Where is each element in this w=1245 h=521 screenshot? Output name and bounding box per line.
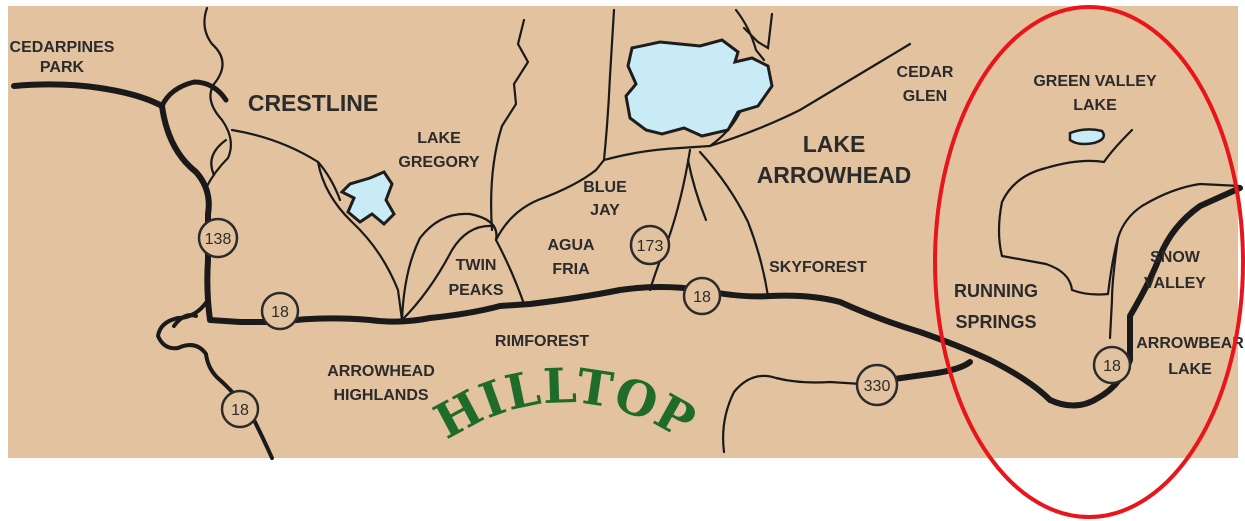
label-arrowbear-lake: ARROWBEAR LAKE xyxy=(1136,335,1244,378)
label-snow-valley: SNOW VALLEY xyxy=(1144,249,1206,292)
highway-18-southwest-shield: 18 xyxy=(220,389,260,429)
svg-text:ARROWBEAR: ARROWBEAR xyxy=(1136,335,1244,352)
label-skyforest: SKYFOREST xyxy=(769,259,867,276)
label-rimforest: RIMFOREST xyxy=(495,333,589,350)
svg-text:138: 138 xyxy=(205,231,232,248)
svg-text:ARROWHEAD: ARROWHEAD xyxy=(757,162,912,188)
svg-text:SNOW: SNOW xyxy=(1150,249,1201,266)
svg-text:LAKE: LAKE xyxy=(1073,97,1117,114)
svg-text:FRIA: FRIA xyxy=(552,261,590,278)
svg-text:BLUE: BLUE xyxy=(583,179,627,196)
lake-arrowhead-water xyxy=(624,38,774,138)
label-blue-jay: BLUE JAY xyxy=(583,179,627,219)
svg-text:PEAKS: PEAKS xyxy=(448,282,503,299)
svg-text:18: 18 xyxy=(1103,358,1121,375)
svg-text:330: 330 xyxy=(864,378,891,395)
svg-text:SPRINGS: SPRINGS xyxy=(955,312,1036,332)
svg-text:CEDARPINES: CEDARPINES xyxy=(10,39,115,56)
svg-text:RUNNING: RUNNING xyxy=(954,281,1038,301)
label-lake-gregory: LAKE GREGORY xyxy=(398,130,480,171)
highway-18-center-shield: 18 xyxy=(682,276,722,316)
svg-text:GLEN: GLEN xyxy=(903,88,947,105)
svg-text:18: 18 xyxy=(693,289,711,306)
svg-text:VALLEY: VALLEY xyxy=(1144,275,1206,292)
green-valley-lake-water xyxy=(1068,128,1105,146)
svg-text:AGUA: AGUA xyxy=(547,237,595,254)
svg-text:HIGHLANDS: HIGHLANDS xyxy=(333,387,428,404)
svg-text:TWIN: TWIN xyxy=(456,257,497,274)
highway-138-shield: 138 xyxy=(197,217,239,259)
label-green-valley-lake: GREEN VALLEY LAKE xyxy=(1033,73,1157,114)
svg-text:LAKE: LAKE xyxy=(1168,361,1212,378)
label-cedarpines-park: CEDARPINES PARK xyxy=(10,39,115,76)
svg-text:ARROWHEAD: ARROWHEAD xyxy=(327,363,435,380)
lake-gregory-water xyxy=(339,170,396,227)
label-twin-peaks: TWIN PEAKS xyxy=(448,257,503,299)
label-crestline: CRESTLINE xyxy=(248,90,378,116)
svg-text:JAY: JAY xyxy=(590,202,620,219)
highlight-circle xyxy=(933,5,1245,519)
label-running-springs: RUNNING SPRINGS xyxy=(954,281,1038,332)
highway-18-west-shield: 18 xyxy=(260,291,300,331)
svg-text:18: 18 xyxy=(271,304,289,321)
svg-text:CEDAR: CEDAR xyxy=(897,64,954,81)
svg-text:18: 18 xyxy=(231,402,249,419)
svg-text:PARK: PARK xyxy=(40,59,85,76)
label-arrowhead-highlands: ARROWHEAD HIGHLANDS xyxy=(327,363,435,404)
svg-text:GREGORY: GREGORY xyxy=(398,154,480,171)
svg-text:GREEN VALLEY: GREEN VALLEY xyxy=(1033,73,1157,90)
svg-text:LAKE: LAKE xyxy=(417,130,461,147)
svg-text:173: 173 xyxy=(637,238,664,255)
minor-roads xyxy=(203,6,1242,454)
highway-18-east-shield: 18 xyxy=(1092,345,1132,385)
highway-330-shield: 330 xyxy=(855,363,899,407)
label-lake-arrowhead: LAKE ARROWHEAD xyxy=(757,131,912,188)
label-cedar-glen: CEDAR GLEN xyxy=(897,64,954,105)
highway-173-shield: 173 xyxy=(629,224,671,266)
label-agua-fria: AGUA FRIA xyxy=(547,237,595,278)
svg-text:LAKE: LAKE xyxy=(803,131,866,157)
